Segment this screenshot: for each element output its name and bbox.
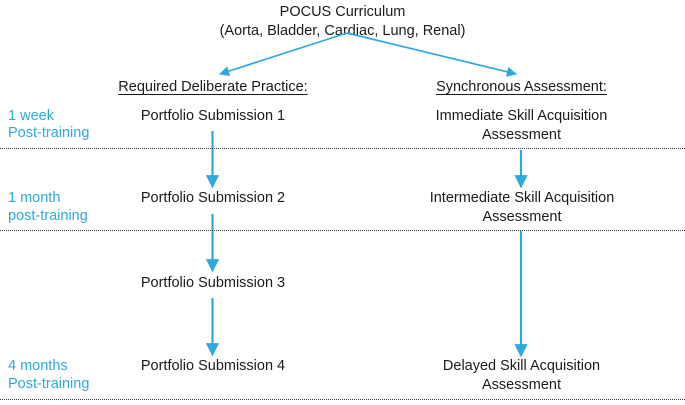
timeline-label-1-week-line-2: Post-training [8,125,90,141]
left-item-portfolio-submission-2: Portfolio Submission 2 [140,190,286,206]
timeline-label-1-month-line-1: 1 month [8,190,61,206]
left-item-portfolio-submission-1: Portfolio Submission 1 [140,108,286,124]
branch-arrow-left [219,32,348,77]
right-item-delayed-assessment: Delayed Skill Acquisition Assessment [442,358,601,393]
timeline-label-4-months-line-2: Post-training [8,376,90,392]
right-item-immediate-assessment: Immediate Skill Acquisition Assessment [435,108,608,143]
right-item-intermediate-assessment: Intermediate Skill Acquisition Assessmen… [429,190,615,225]
timeline-label-1-week-line-1: 1 week [8,108,54,124]
figure-title-line-1: POCUS Curriculum [279,4,406,20]
divider-after-1-week [0,148,685,149]
timeline-label-4-months-line-1: 4 months [8,358,68,374]
branch-arrow-right [346,32,517,77]
divider-after-4-months [0,399,685,400]
left-item-portfolio-submission-3: Portfolio Submission 3 [140,275,286,291]
divider-after-1-month [0,230,685,231]
right-column-heading: Synchronous Assessment: [436,79,607,95]
left-item-portfolio-submission-4: Portfolio Submission 4 [140,358,286,374]
left-column-heading: Required Deliberate Practice: [118,79,308,95]
timeline-label-1-month-line-2: post-training [8,208,88,224]
figure-title-line-2: (Aorta, Bladder, Cardiac, Lung, Renal) [219,23,466,39]
